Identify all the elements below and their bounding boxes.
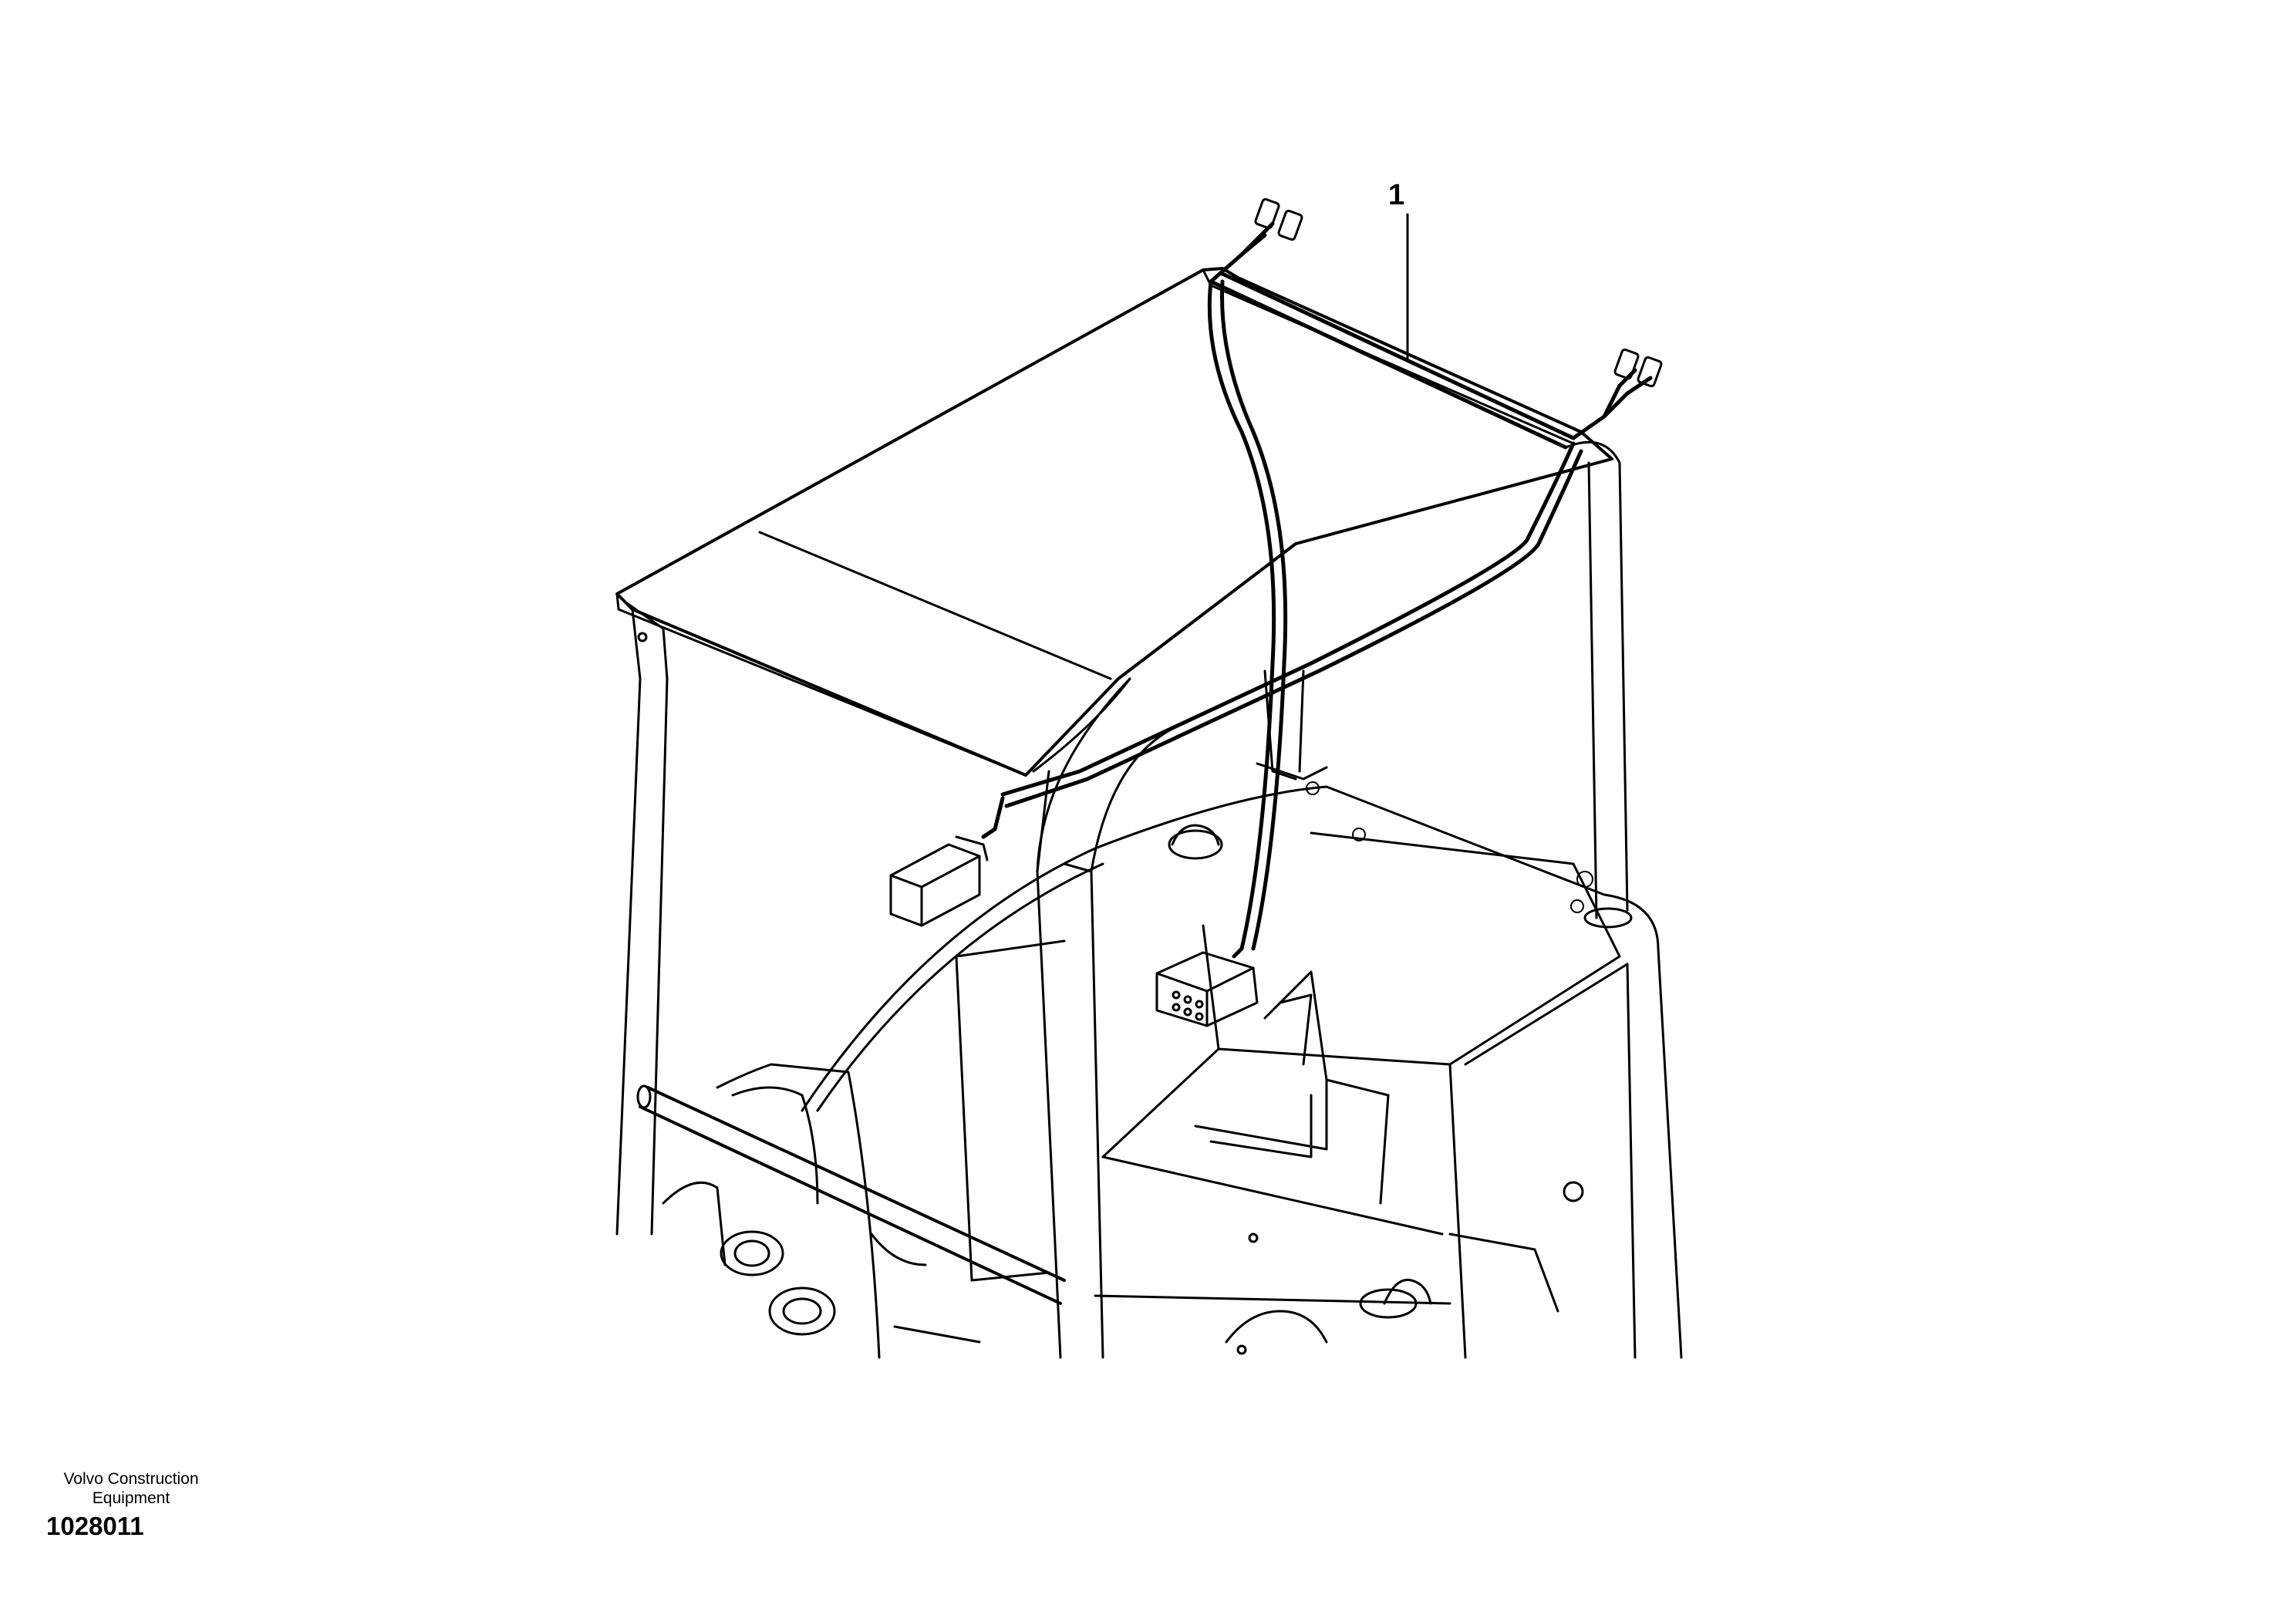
company-name-line2: Equipment: [92, 1489, 170, 1507]
cab-body: [801, 785, 1683, 1359]
fasteners: [1306, 781, 1593, 913]
callout-number-1: 1: [1388, 179, 1405, 211]
connector-upper-left: [1254, 197, 1303, 241]
connector-multi-pin: [1155, 951, 1259, 1027]
roof-panel: [615, 267, 1613, 777]
connector-left-plug: [889, 835, 989, 927]
rear-left-post: [615, 600, 669, 1236]
wiring-harness: [981, 221, 1653, 959]
company-name-line1: Volvo Construction: [63, 1470, 199, 1488]
dome-light: [1168, 824, 1418, 1319]
centre-post: [1256, 669, 1328, 781]
left-console: [662, 1063, 981, 1359]
company-name: Volvo Construction Equipment: [31, 1469, 231, 1508]
right-rear-post: [1564, 440, 1633, 929]
grab-rail: [636, 1084, 1066, 1305]
connector-upper-right: [1613, 348, 1663, 388]
drawing-number: 1028011: [46, 1512, 144, 1540]
